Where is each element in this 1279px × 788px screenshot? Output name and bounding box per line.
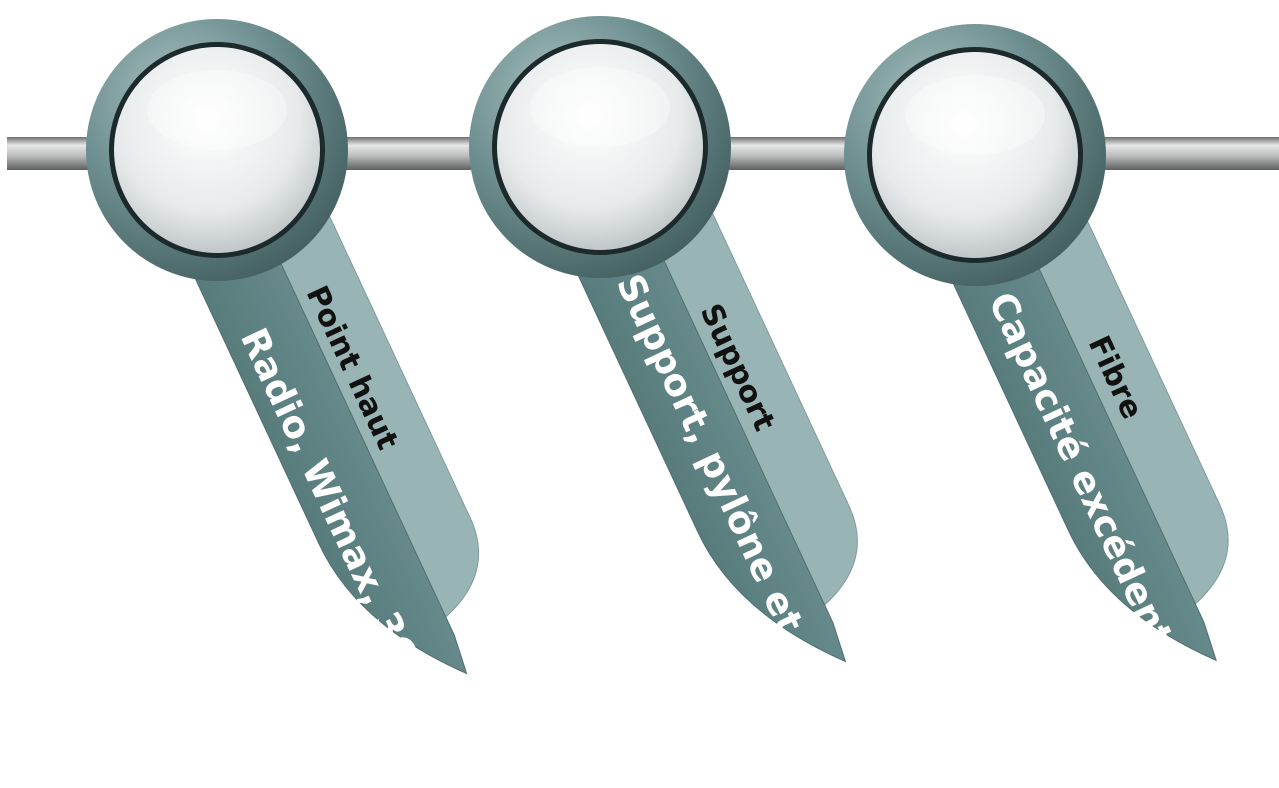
lens-highlight <box>905 75 1045 155</box>
lens-highlight <box>147 70 287 150</box>
lens-highlight <box>530 67 670 147</box>
